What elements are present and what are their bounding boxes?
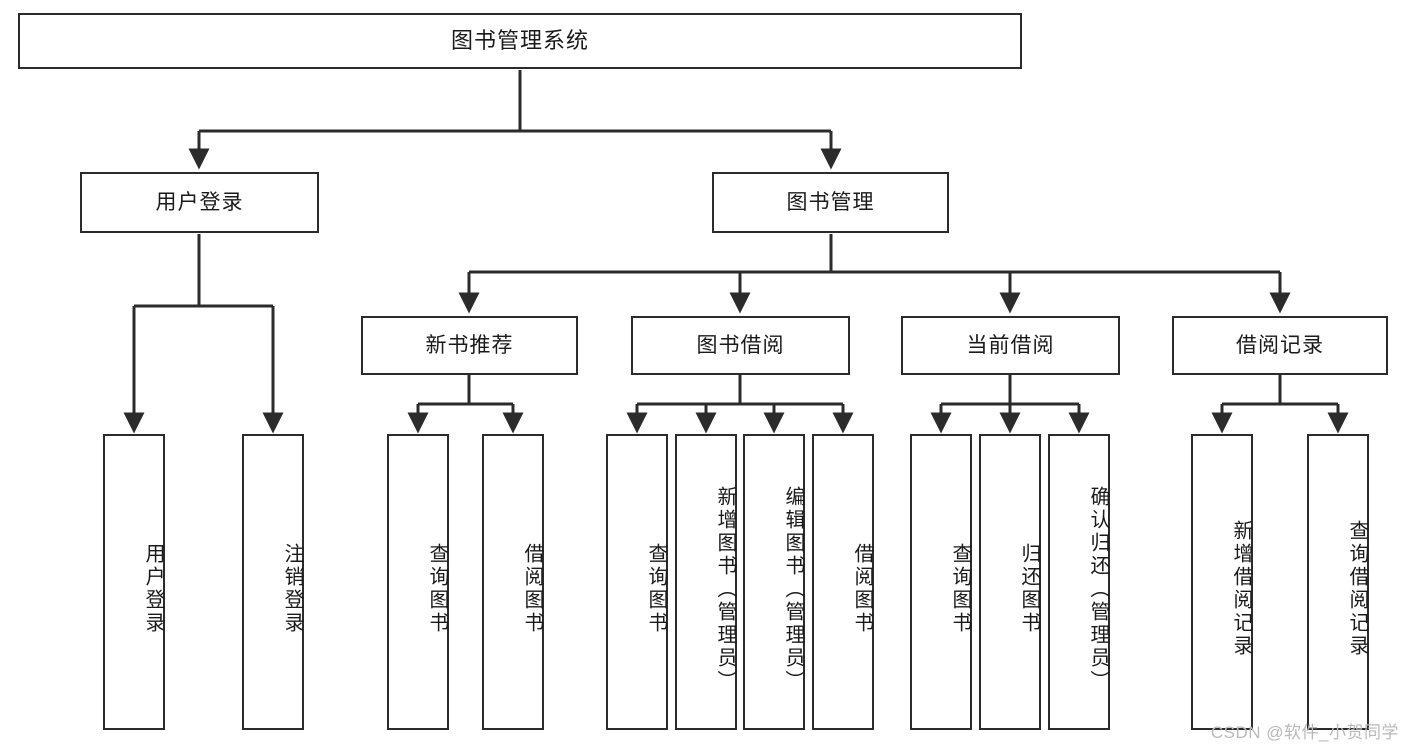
node-new-book-recommend[interactable]: 新书推荐: [361, 316, 578, 375]
node-current-borrow[interactable]: 当前借阅: [901, 316, 1120, 375]
node-user-login[interactable]: 用户登录: [80, 172, 319, 233]
node-label: 借阅记录: [1236, 333, 1324, 357]
leaf-label: 新增借阅记录: [1230, 520, 1252, 658]
leaf-current-borrow-return[interactable]: 归还图书: [979, 434, 1041, 730]
leaf-label: 用户登录: [142, 543, 164, 635]
node-book-management[interactable]: 图书管理: [712, 172, 949, 233]
leaf-label: 归还图书: [1018, 543, 1040, 635]
leaf-borrow-record-query[interactable]: 查询借阅记录: [1307, 434, 1369, 730]
leaf-new-book-query[interactable]: 查询图书: [387, 434, 449, 730]
leaf-book-borrow-borrow[interactable]: 借阅图书: [812, 434, 874, 730]
watermark: CSDN @软件_小贺同学: [1210, 723, 1399, 742]
leaf-label: 查询图书: [949, 543, 971, 635]
leaf-label: 借阅图书: [521, 543, 543, 635]
leaf-label: 编辑图书（管理员）: [782, 485, 804, 693]
node-label: 图书借阅: [696, 333, 785, 357]
leaf-label: 借阅图书: [851, 543, 873, 635]
node-root-system[interactable]: 图书管理系统: [18, 13, 1022, 69]
leaf-book-borrow-query[interactable]: 查询图书: [606, 434, 668, 730]
node-borrow-record[interactable]: 借阅记录: [1172, 316, 1388, 375]
node-label: 新书推荐: [425, 333, 514, 357]
node-label: 用户登录: [155, 190, 244, 214]
leaf-label: 确认归还（管理员）: [1087, 485, 1109, 693]
leaf-label: 查询借阅记录: [1346, 520, 1368, 658]
leaf-label: 注销登录: [281, 543, 303, 635]
node-book-borrow[interactable]: 图书借阅: [631, 316, 850, 375]
leaf-label: 新增图书（管理员）: [714, 485, 736, 693]
node-label: 当前借阅: [966, 333, 1055, 357]
leaf-book-borrow-add[interactable]: 新增图书（管理员）: [675, 434, 737, 730]
node-label: 图书管理系统: [450, 27, 589, 53]
leaf-user-login-login[interactable]: 用户登录: [103, 434, 165, 730]
leaf-borrow-record-add[interactable]: 新增借阅记录: [1191, 434, 1253, 730]
leaf-label: 查询图书: [645, 543, 667, 635]
leaf-new-book-borrow[interactable]: 借阅图书: [482, 434, 544, 730]
leaf-current-borrow-confirm-return[interactable]: 确认归还（管理员）: [1048, 434, 1110, 730]
leaf-book-borrow-edit[interactable]: 编辑图书（管理员）: [743, 434, 805, 730]
node-label: 图书管理: [786, 190, 875, 214]
leaf-current-borrow-query[interactable]: 查询图书: [910, 434, 972, 730]
leaf-label: 查询图书: [426, 543, 448, 635]
leaf-user-login-logout[interactable]: 注销登录: [242, 434, 304, 730]
